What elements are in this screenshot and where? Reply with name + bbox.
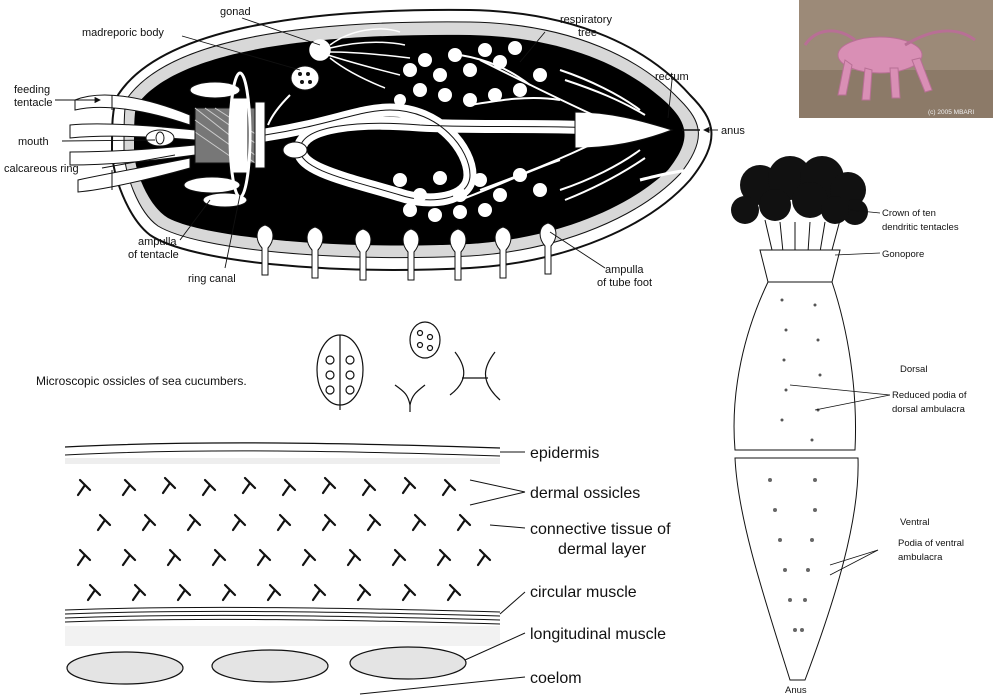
label-reduced-podia-1: Reduced podia of xyxy=(892,390,967,401)
sea-pig-photo: (c) 2005 MBARI xyxy=(799,0,993,118)
dorsal-trunk xyxy=(734,282,855,450)
tentacle-crown xyxy=(731,156,868,225)
ossicles-illustrations xyxy=(317,322,500,412)
label-connective-2: dermal layer xyxy=(558,541,647,558)
internal-anatomy-diagram: gonad madreporic body respiratory tree f… xyxy=(4,6,745,289)
label-calcareous-ring: calcareous ring xyxy=(4,163,79,175)
label-external-anus: Anus xyxy=(785,685,807,696)
label-feeding-2: tentacle xyxy=(14,97,53,109)
label-gonopore: Gonopore xyxy=(882,249,924,260)
label-ventral: Ventral xyxy=(900,517,930,528)
label-crown-1: Crown of ten xyxy=(882,208,936,219)
label-dermal-ossicles: dermal ossicles xyxy=(530,485,640,502)
label-crown-2: dendritic tentacles xyxy=(882,222,959,233)
body-wall-section xyxy=(65,443,525,694)
ventral-trunk xyxy=(735,458,858,680)
label-mouth: mouth xyxy=(18,136,49,148)
label-ampulla-tentacle-2: of tentacle xyxy=(128,249,179,261)
label-rectum: rectum xyxy=(655,71,689,83)
label-respiratory-1: respiratory xyxy=(560,14,612,26)
photo-credit: (c) 2005 MBARI xyxy=(928,109,974,116)
label-circular-muscle: circular muscle xyxy=(530,584,637,601)
label-respiratory-2: tree xyxy=(578,27,597,39)
label-connective-1: connective tissue of xyxy=(530,521,671,538)
label-feeding-1: feeding xyxy=(14,84,50,96)
label-madreporic-body: madreporic body xyxy=(82,27,164,39)
label-anus: anus xyxy=(721,125,745,137)
coelom-longitudinal-muscles xyxy=(67,647,466,684)
external-view-diagram: Crown of ten dendritic tentacles Gonopor… xyxy=(731,156,967,696)
label-reduced-podia-2: dorsal ambulacra xyxy=(892,404,966,415)
label-gonad: gonad xyxy=(220,6,251,18)
label-epidermis: epidermis xyxy=(530,445,599,462)
label-dorsal: Dorsal xyxy=(900,364,927,375)
label-ventral-podia-1: Podia of ventral xyxy=(898,538,964,549)
dermal-ossicles xyxy=(78,478,490,600)
label-ventral-podia-2: ambulacra xyxy=(898,552,943,563)
ossicles-caption: Microscopic ossicles of sea cucumbers. xyxy=(36,374,247,388)
label-coelom: coelom xyxy=(530,670,582,687)
label-ampulla-tentacle-1: ampulla xyxy=(138,236,177,248)
label-ampulla-tube-foot-1: ampulla xyxy=(605,264,644,276)
label-ring-canal: ring canal xyxy=(188,273,236,285)
label-ampulla-tube-foot-2: of tube foot xyxy=(597,277,652,289)
label-longitudinal-muscle: longitudinal muscle xyxy=(530,626,666,643)
